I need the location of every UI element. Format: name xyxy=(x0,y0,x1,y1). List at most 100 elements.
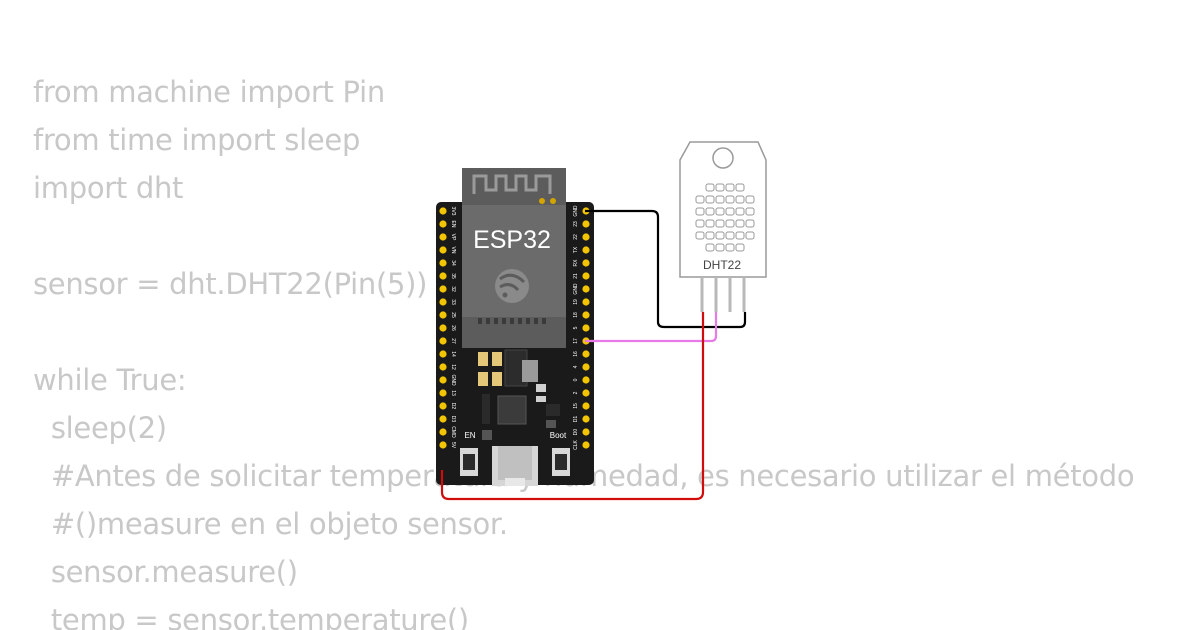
code-line: sensor.measure() xyxy=(33,555,298,589)
pin-label: 21 xyxy=(573,273,579,279)
pin[interactable] xyxy=(439,272,447,280)
en-button[interactable] xyxy=(460,448,478,476)
pin[interactable] xyxy=(582,415,590,423)
grille-slot xyxy=(725,219,735,228)
code-line: #()measure en el objeto sensor. xyxy=(33,507,508,541)
pin[interactable] xyxy=(582,363,590,371)
pin[interactable] xyxy=(582,350,590,358)
sensor-label: DHT22 xyxy=(703,258,741,272)
pin-label: 12 xyxy=(450,364,456,370)
pin[interactable] xyxy=(582,376,590,384)
pin-label: GND xyxy=(573,205,579,217)
pin[interactable] xyxy=(439,350,447,358)
code-line: while True: xyxy=(33,363,187,397)
espressif-logo-icon xyxy=(495,269,529,303)
sensor-grille xyxy=(695,183,755,252)
pin[interactable] xyxy=(582,285,590,293)
grille-slot xyxy=(695,207,705,216)
pin-label: GND xyxy=(573,283,579,295)
pin[interactable] xyxy=(439,246,447,254)
pin[interactable] xyxy=(582,272,590,280)
pin-label: 27 xyxy=(450,338,456,344)
grille-slot xyxy=(745,195,755,204)
smd-components xyxy=(478,349,560,440)
code-line: sleep(2) xyxy=(33,411,167,445)
grille-slot xyxy=(735,219,745,228)
esp32-board[interactable]: ESP32 xyxy=(436,168,594,486)
grille-slot xyxy=(695,231,705,240)
pin[interactable] xyxy=(582,324,590,332)
left-pin-header: 3V3ENVPVN343532332526271412GND13D2D3CMD5… xyxy=(439,207,456,449)
pin-label: 4 xyxy=(573,365,579,368)
pin[interactable] xyxy=(582,402,590,410)
grille-slot xyxy=(745,219,755,228)
code-line: temp = sensor.temperature() xyxy=(33,603,469,630)
grille-slot xyxy=(715,231,725,240)
sensor-leads xyxy=(700,277,746,312)
grille-slot xyxy=(705,195,715,204)
pin[interactable] xyxy=(582,428,590,436)
pin-label: 19 xyxy=(573,299,579,305)
grille-slot xyxy=(715,183,725,192)
pin[interactable] xyxy=(439,441,447,449)
pin[interactable] xyxy=(582,233,590,241)
pin[interactable] xyxy=(439,376,447,384)
mounting-hole xyxy=(712,147,734,169)
pin-label: 23 xyxy=(573,221,579,227)
pin[interactable] xyxy=(582,441,590,449)
pin-label: 2 xyxy=(573,391,579,394)
en-label: EN xyxy=(464,431,475,440)
pin-label: 5V xyxy=(450,442,456,449)
module-pads xyxy=(478,318,546,324)
grille-slot xyxy=(705,219,715,228)
pin[interactable] xyxy=(439,298,447,306)
pin-label: 5 xyxy=(573,326,579,329)
pin-label: 13 xyxy=(450,390,456,396)
pin-label: 3V3 xyxy=(450,207,456,216)
pin-label: D1 xyxy=(573,416,579,423)
grille-slot xyxy=(735,231,745,240)
pin[interactable] xyxy=(582,220,590,228)
wire-gnd xyxy=(585,209,747,329)
grille-slot xyxy=(725,207,735,216)
grille-slot xyxy=(735,243,745,252)
pin[interactable] xyxy=(582,246,590,254)
antenna-icon xyxy=(472,174,552,194)
pin[interactable] xyxy=(582,298,590,306)
pin[interactable] xyxy=(582,389,590,397)
pin[interactable] xyxy=(582,311,590,319)
pin[interactable] xyxy=(439,415,447,423)
grille-slot xyxy=(715,219,725,228)
boot-button[interactable] xyxy=(552,448,570,476)
grille-slot xyxy=(715,243,725,252)
dht22-sensor[interactable]: DHT22 xyxy=(679,141,767,312)
pin[interactable] xyxy=(439,363,447,371)
pin-label: VN xyxy=(450,247,456,254)
pin[interactable] xyxy=(439,402,447,410)
pin[interactable] xyxy=(439,337,447,345)
grille-slot xyxy=(725,195,735,204)
pin-label: 35 xyxy=(450,273,456,279)
pin-label: D2 xyxy=(450,403,456,410)
pin[interactable] xyxy=(439,207,447,215)
pin[interactable] xyxy=(439,324,447,332)
code-line: from machine import Pin xyxy=(33,75,385,109)
code-line: import dht xyxy=(33,171,184,205)
boot-label: Boot xyxy=(550,431,567,440)
pin-label: CMD xyxy=(450,426,456,438)
pin-label: 17 xyxy=(573,338,579,344)
pin-label: CLK xyxy=(573,439,579,449)
pin[interactable] xyxy=(582,259,590,267)
pin[interactable] xyxy=(439,389,447,397)
pin[interactable] xyxy=(439,233,447,241)
pin-label: 0 xyxy=(573,378,579,381)
pin[interactable] xyxy=(439,428,447,436)
pin[interactable] xyxy=(439,259,447,267)
pin[interactable] xyxy=(439,220,447,228)
grille-slot xyxy=(735,183,745,192)
pin-label: EN xyxy=(450,221,456,228)
pin[interactable] xyxy=(439,285,447,293)
pin[interactable] xyxy=(439,311,447,319)
